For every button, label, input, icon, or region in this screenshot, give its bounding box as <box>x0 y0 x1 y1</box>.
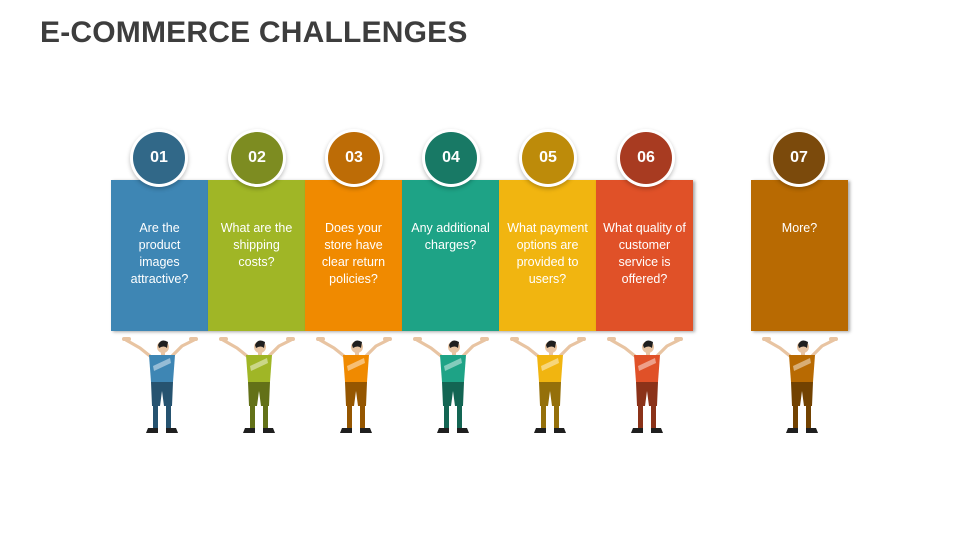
person-figure-06 <box>607 337 683 433</box>
step-text-02: What are the shipping costs? <box>220 221 293 269</box>
step-text-03: Does your store have clear return polici… <box>321 221 386 286</box>
person-figure-02 <box>219 337 295 433</box>
step-badge-06: 06 <box>617 129 675 187</box>
person-figure-03 <box>316 337 392 433</box>
step-number-07: 07 <box>773 132 825 184</box>
step-badge-04: 04 <box>422 129 480 187</box>
person-figure-04 <box>413 337 489 433</box>
step-card-01: Are the product images attractive? <box>111 180 208 331</box>
step-number-01: 01 <box>133 132 185 184</box>
step-badge-07: 07 <box>770 129 828 187</box>
step-text-04: Any additional charges? <box>411 221 490 252</box>
step-number-06: 06 <box>620 132 672 184</box>
step-card-06: What quality of customer service is offe… <box>596 180 693 331</box>
step-card-07: More? <box>751 180 848 331</box>
step-card-05: What payment options are provided to use… <box>499 180 596 331</box>
page-title: E-COMMERCE CHALLENGES <box>40 16 468 49</box>
step-text-06: What quality of customer service is offe… <box>603 221 686 286</box>
person-figure-05 <box>510 337 586 433</box>
step-badge-05: 05 <box>519 129 577 187</box>
step-badge-01: 01 <box>130 129 188 187</box>
person-figure-07 <box>762 337 838 433</box>
step-number-02: 02 <box>231 132 283 184</box>
step-card-03: Does your store have clear return polici… <box>305 180 402 331</box>
step-badge-02: 02 <box>228 129 286 187</box>
person-figure-01 <box>122 337 198 433</box>
step-number-05: 05 <box>522 132 574 184</box>
step-text-07: More? <box>781 221 818 235</box>
step-text-01: Are the product images attractive? <box>130 221 189 286</box>
step-card-02: What are the shipping costs? <box>208 180 305 331</box>
step-number-04: 04 <box>425 132 477 184</box>
step-text-05: What payment options are provided to use… <box>507 221 588 286</box>
step-badge-03: 03 <box>325 129 383 187</box>
step-number-03: 03 <box>328 132 380 184</box>
step-card-04: Any additional charges? <box>402 180 499 331</box>
